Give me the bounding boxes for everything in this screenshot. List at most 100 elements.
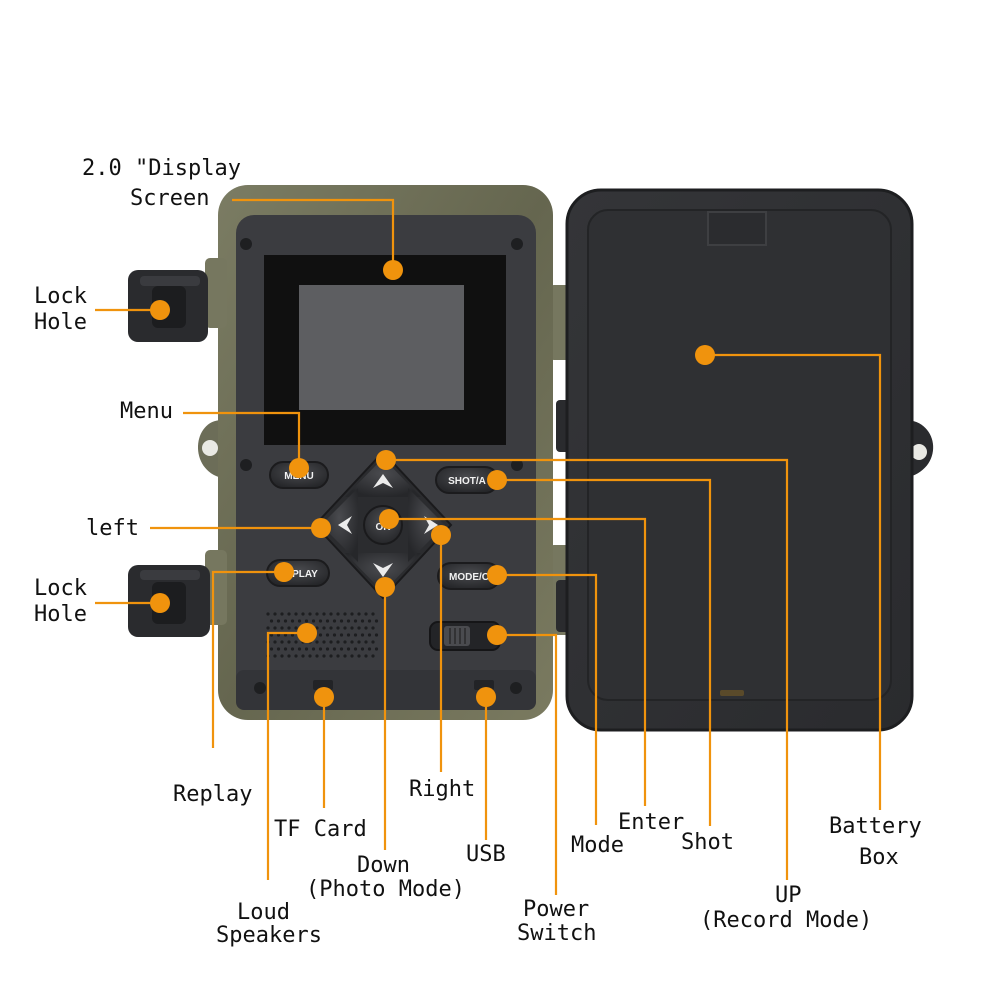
label-lock-hole-bottom-1: Lock: [34, 576, 87, 601]
label-battery-2: Box: [859, 845, 899, 870]
grille-hole: [287, 640, 291, 644]
grille-hole: [301, 612, 305, 616]
grille-hole: [294, 654, 298, 658]
callout-dot: [487, 470, 507, 490]
svg-text:SHOT/A: SHOT/A: [448, 476, 486, 487]
grille-hole: [371, 640, 375, 644]
display-screen: [299, 285, 464, 410]
callout-dot: [289, 458, 309, 478]
label-battery-1: Battery: [829, 814, 922, 839]
grille-hole: [353, 619, 358, 623]
tf-card-slot[interactable]: [313, 680, 333, 690]
grille-hole: [371, 626, 375, 630]
grille-hole: [283, 619, 288, 623]
grille-hole: [325, 647, 330, 651]
arrow-down-icon: [373, 563, 393, 577]
grille-hole: [301, 654, 305, 658]
label-up-1: UP: [775, 883, 802, 908]
grille-hole: [280, 612, 284, 616]
grille-hole: [322, 640, 326, 644]
grille-hole: [269, 633, 274, 637]
grille-hole: [374, 647, 379, 651]
grille-hole: [269, 619, 274, 623]
grille-hole: [269, 647, 274, 651]
grille-hole: [294, 612, 298, 616]
grille-hole: [339, 633, 344, 637]
grille-hole: [346, 619, 351, 623]
grille-hole: [290, 647, 295, 651]
grille-hole: [287, 612, 291, 616]
battery-door[interactable]: [556, 188, 934, 732]
grille-hole: [343, 640, 347, 644]
label-power-2: Switch: [517, 921, 597, 946]
callout-dot: [376, 450, 396, 470]
callout-dot: [379, 509, 399, 529]
grille-hole: [367, 633, 372, 637]
grille-hole: [294, 626, 298, 630]
grille-hole: [280, 640, 284, 644]
callout-dot: [431, 525, 451, 545]
grille-hole: [350, 654, 354, 658]
grille-hole: [346, 647, 351, 651]
grille-hole: [350, 612, 354, 616]
label-lock-hole-top-1: Lock: [34, 284, 87, 309]
label-left: left: [86, 516, 139, 541]
grille-hole: [280, 626, 284, 630]
label-lock-hole-top-2: Hole: [34, 310, 87, 335]
left-button[interactable]: [321, 488, 358, 562]
grille-hole: [374, 633, 379, 637]
grille-hole: [332, 647, 337, 651]
grille-hole: [339, 647, 344, 651]
grille-hole: [308, 612, 312, 616]
grille-hole: [350, 640, 354, 644]
label-replay: Replay: [173, 782, 253, 807]
svg-text:REPLAY: REPLAY: [278, 569, 318, 580]
label-menu: Menu: [120, 399, 173, 424]
callout-dot: [487, 565, 507, 585]
callout-dot: [150, 300, 170, 320]
callout-dot: [274, 562, 294, 582]
grille-hole: [315, 640, 319, 644]
grille-hole: [290, 633, 295, 637]
grille-hole: [336, 654, 340, 658]
label-enter: Enter: [618, 810, 685, 835]
grille-hole: [329, 626, 333, 630]
grille-hole: [357, 612, 361, 616]
grille-hole: [315, 626, 319, 630]
grille-hole: [371, 612, 375, 616]
label-tf-card: TF Card: [274, 817, 367, 842]
grille-hole: [374, 619, 379, 623]
up-button[interactable]: [345, 458, 421, 497]
grille-hole: [364, 612, 368, 616]
grille-hole: [329, 640, 333, 644]
grille-hole: [332, 633, 337, 637]
grille-hole: [304, 619, 309, 623]
power-switch[interactable]: [429, 621, 501, 651]
label-up-2: (Record Mode): [700, 908, 873, 933]
grille-hole: [364, 640, 368, 644]
label-loud-1: Loud: [237, 900, 290, 925]
grille-hole: [280, 654, 284, 658]
callout-dot: [476, 687, 496, 707]
grille-hole: [346, 633, 351, 637]
grille-hole: [273, 612, 277, 616]
grille-hole: [353, 647, 358, 651]
grille-hole: [329, 654, 333, 658]
right-button[interactable]: [408, 488, 445, 562]
grille-hole: [339, 619, 344, 623]
grille-hole: [266, 626, 270, 630]
grille-hole: [276, 619, 281, 623]
grille-hole: [287, 626, 291, 630]
grille-hole: [322, 654, 326, 658]
callout-dots: [150, 260, 715, 707]
callout-dot: [150, 593, 170, 613]
grille-hole: [353, 633, 358, 637]
grille-hole: [297, 647, 302, 651]
grille-hole: [343, 654, 347, 658]
grille-hole: [325, 619, 330, 623]
down-button[interactable]: [345, 553, 421, 592]
grille-hole: [273, 640, 277, 644]
grille-hole: [336, 626, 340, 630]
arrow-left-icon: [338, 516, 352, 534]
